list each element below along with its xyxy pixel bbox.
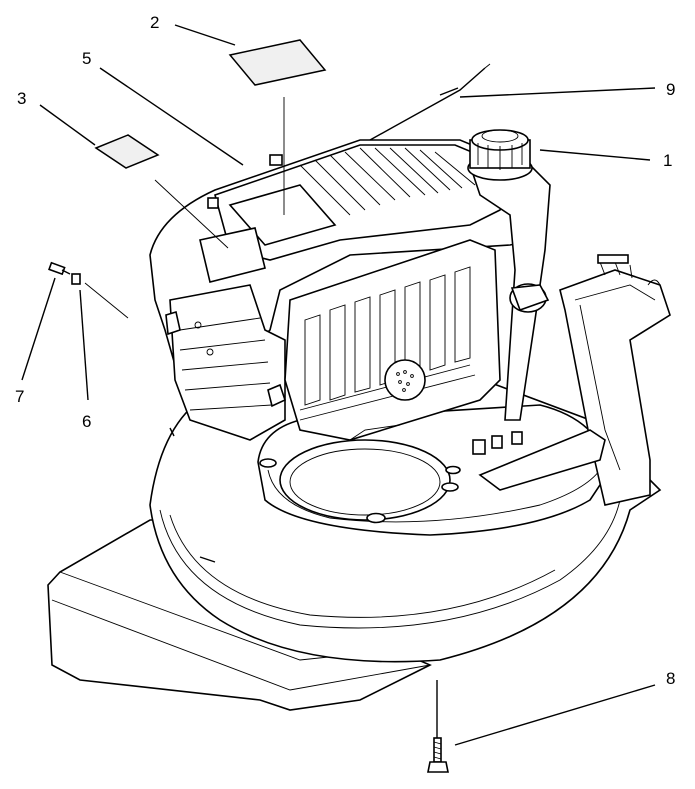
callout-7: 7 [15, 387, 24, 406]
fuel-tank [468, 164, 551, 421]
engine-assembly [149, 129, 551, 441]
cooling-fins [299, 147, 476, 216]
callout-3: 3 [17, 89, 26, 108]
screw-7 [48, 261, 71, 276]
callout-8: 8 [666, 669, 675, 688]
bolt-8 [427, 680, 449, 773]
clip-6 [71, 273, 81, 285]
clip-leader [84, 282, 129, 319]
oil-fill-knob [509, 283, 550, 313]
engine-front-block [169, 284, 286, 441]
deck-mounting-bosses [259, 431, 523, 524]
side-ramp [478, 429, 606, 491]
fuel-cap [467, 129, 533, 181]
callout-1: 1 [663, 151, 672, 170]
muffler-guard [284, 239, 501, 441]
callout-5: 5 [82, 49, 91, 68]
deck-center-opening [279, 439, 451, 521]
mower-deck [47, 254, 671, 711]
callout-2: 2 [150, 13, 159, 32]
rear-bracket [559, 254, 671, 506]
throttle-cable [369, 63, 491, 141]
muffler-outlet [384, 359, 426, 401]
muffler-guard-slots [299, 266, 476, 421]
callout-6: 6 [82, 412, 91, 431]
decal-top [228, 39, 327, 86]
decal-front [94, 134, 160, 169]
callout-9: 9 [666, 80, 675, 99]
callout-leaders [21, 24, 656, 746]
decal-front-leader [154, 179, 229, 249]
